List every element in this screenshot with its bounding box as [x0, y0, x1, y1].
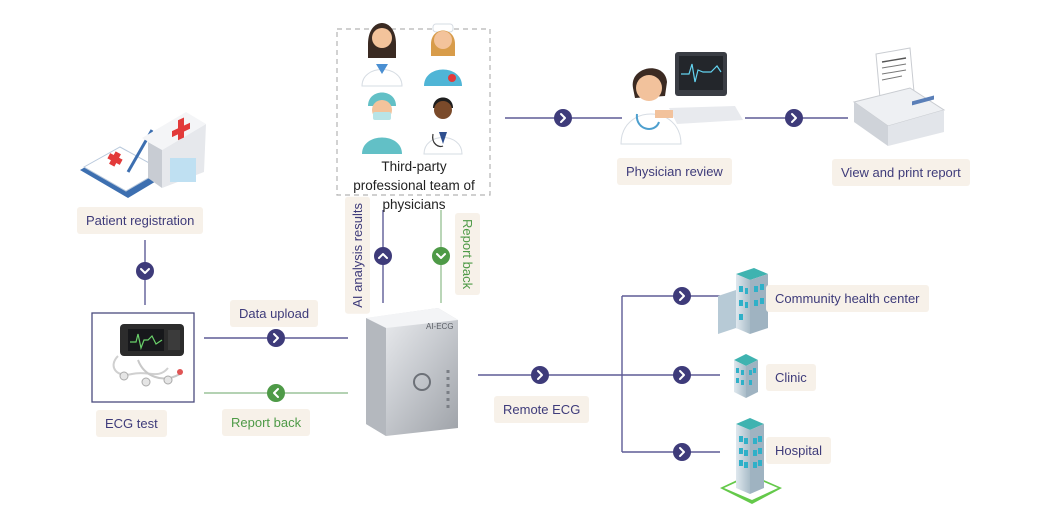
chevron-right-icon: [673, 366, 691, 384]
data-upload-label: Data upload: [230, 300, 319, 327]
chevron-up-icon: [374, 247, 392, 265]
chevron-right-icon: [554, 109, 572, 127]
chevron-right-icon: [267, 329, 285, 347]
patient-registration-label: Patient registration: [77, 207, 204, 234]
nurse-avatar-icon: [424, 23, 462, 86]
ecg-test-label: ECG test: [96, 410, 167, 437]
hospital-icon: [720, 418, 782, 504]
clinic-label: Clinic: [766, 364, 816, 391]
ai-ecg-server-icon: [366, 308, 458, 436]
community-health-center-label: Community health center: [766, 285, 929, 312]
physician-team-frame: [336, 28, 491, 196]
registration-clipboard-icon: [80, 112, 206, 198]
remote-ecg-label: Remote ECG: [494, 396, 590, 423]
male-doctor-avatar-icon: [423, 97, 463, 155]
printer-icon: [852, 47, 946, 146]
ai-analysis-results-label: AI analysis results: [345, 197, 370, 314]
chevron-left-icon: [267, 384, 285, 402]
arrow-markers: [136, 109, 803, 461]
report-back-vertical-label: Report back: [455, 213, 480, 296]
chevron-down-icon: [432, 247, 450, 265]
clinic-icon: [734, 354, 758, 398]
report-back-label: Report back: [222, 409, 311, 436]
community-health-center-icon: [718, 268, 768, 334]
ecg-device-icon: [112, 324, 184, 387]
ai-ecg-device-label: AI-ECG: [426, 322, 454, 331]
surgeon-avatar-icon: [362, 92, 402, 154]
view-print-report-label: View and print report: [832, 159, 970, 186]
female-doctor-avatar-icon: [361, 23, 403, 87]
chevron-right-icon: [531, 366, 549, 384]
physician-review-label: Physician review: [617, 158, 732, 185]
third-party-team-label: Third-party professional team of physici…: [353, 159, 475, 212]
chevron-right-icon: [673, 443, 691, 461]
chevron-down-icon: [136, 262, 154, 280]
physician-review-icon: [620, 52, 743, 145]
chevron-right-icon: [785, 109, 803, 127]
hospital-label: Hospital: [766, 437, 831, 464]
chevron-right-icon: [673, 287, 691, 305]
